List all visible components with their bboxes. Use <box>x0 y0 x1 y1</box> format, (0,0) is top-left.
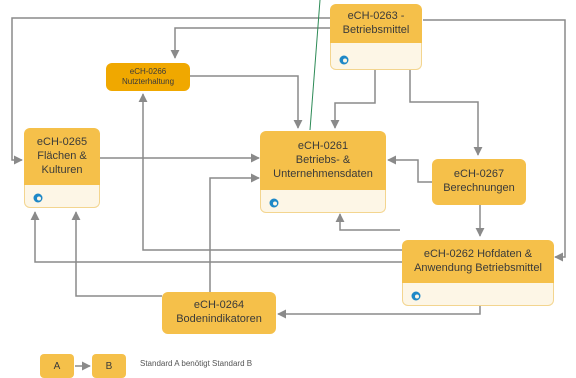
edge-0263-0262 <box>423 19 566 262</box>
edge-browser-icon <box>339 55 349 65</box>
edge-0264-0265 <box>71 211 162 297</box>
node-ech-0262-line2: Anwendung Betriebsmittel <box>414 262 542 274</box>
edge-browser-icon <box>411 291 421 301</box>
node-ech-0265-line1: eCH-0265 <box>36 136 88 149</box>
edge-0262-0265 <box>30 211 402 263</box>
edge-0263-0267 <box>409 68 483 156</box>
node-ech-0261-line2: Betriebs- & <box>295 154 351 167</box>
edge-0263-0266 <box>170 27 330 59</box>
edge-browser-icon <box>269 198 279 208</box>
node-ech-0261[interactable]: eCH-0261 Betriebs- & Unternehmensdaten <box>260 131 386 213</box>
node-ech-0262-line1: eCH-0262 Hofdaten & <box>423 248 533 261</box>
node-ech-0263-line1: eCH-0263 - <box>347 10 405 23</box>
edge-0263-0261 <box>330 68 376 129</box>
node-ech-0266-line2: Nutzterhaltung <box>121 77 175 86</box>
legend-box-a: A <box>40 354 74 378</box>
node-ech-0262[interactable]: eCH-0262 Hofdaten & Anwendung Betriebsmi… <box>402 240 554 306</box>
node-ech-0267-line1: eCH-0267 <box>453 168 505 181</box>
edge-browser-icon <box>33 193 43 203</box>
node-ech-0267[interactable]: eCH-0267 Berechnungen <box>432 159 526 205</box>
node-ech-0265-line2: Flächen & <box>37 150 87 163</box>
edge-0266-0261 <box>190 75 303 129</box>
node-ech-0261-line1: eCH-0261 <box>297 140 349 153</box>
legend-text: Standard A benötigt Standard B <box>140 359 253 368</box>
node-ech-0263[interactable]: eCH-0263 - Betriebsmittel <box>330 4 422 70</box>
node-ech-0265-line3: Kulturen <box>41 163 83 176</box>
node-ech-0261-line3: Unternehmensdaten <box>273 167 373 180</box>
node-ech-0264-line1: eCH-0264 <box>193 299 245 312</box>
green-marker-line <box>309 0 321 131</box>
node-ech-0266-line1: eCH-0266 <box>129 67 167 76</box>
node-ech-0266[interactable]: eCH-0266 Nutzterhaltung <box>106 63 190 91</box>
edge-0267-0261 <box>387 155 432 183</box>
node-ech-0263-line2: Betriebsmittel <box>342 24 410 36</box>
node-ech-0267-line2: Berechnungen <box>443 182 515 194</box>
edge-0263-0265 <box>11 17 330 165</box>
edge-0262-0261 <box>335 213 400 231</box>
edge-0264-0261 <box>209 173 260 292</box>
node-ech-0264[interactable]: eCH-0264 Bodenindikatoren <box>162 292 276 334</box>
edge-0262-0266 <box>138 93 402 251</box>
legend-box-b: B <box>92 354 126 378</box>
node-ech-0264-line2: Bodenindikatoren <box>176 313 262 325</box>
node-ech-0265[interactable]: eCH-0265 Flächen & Kulturen <box>24 128 100 208</box>
